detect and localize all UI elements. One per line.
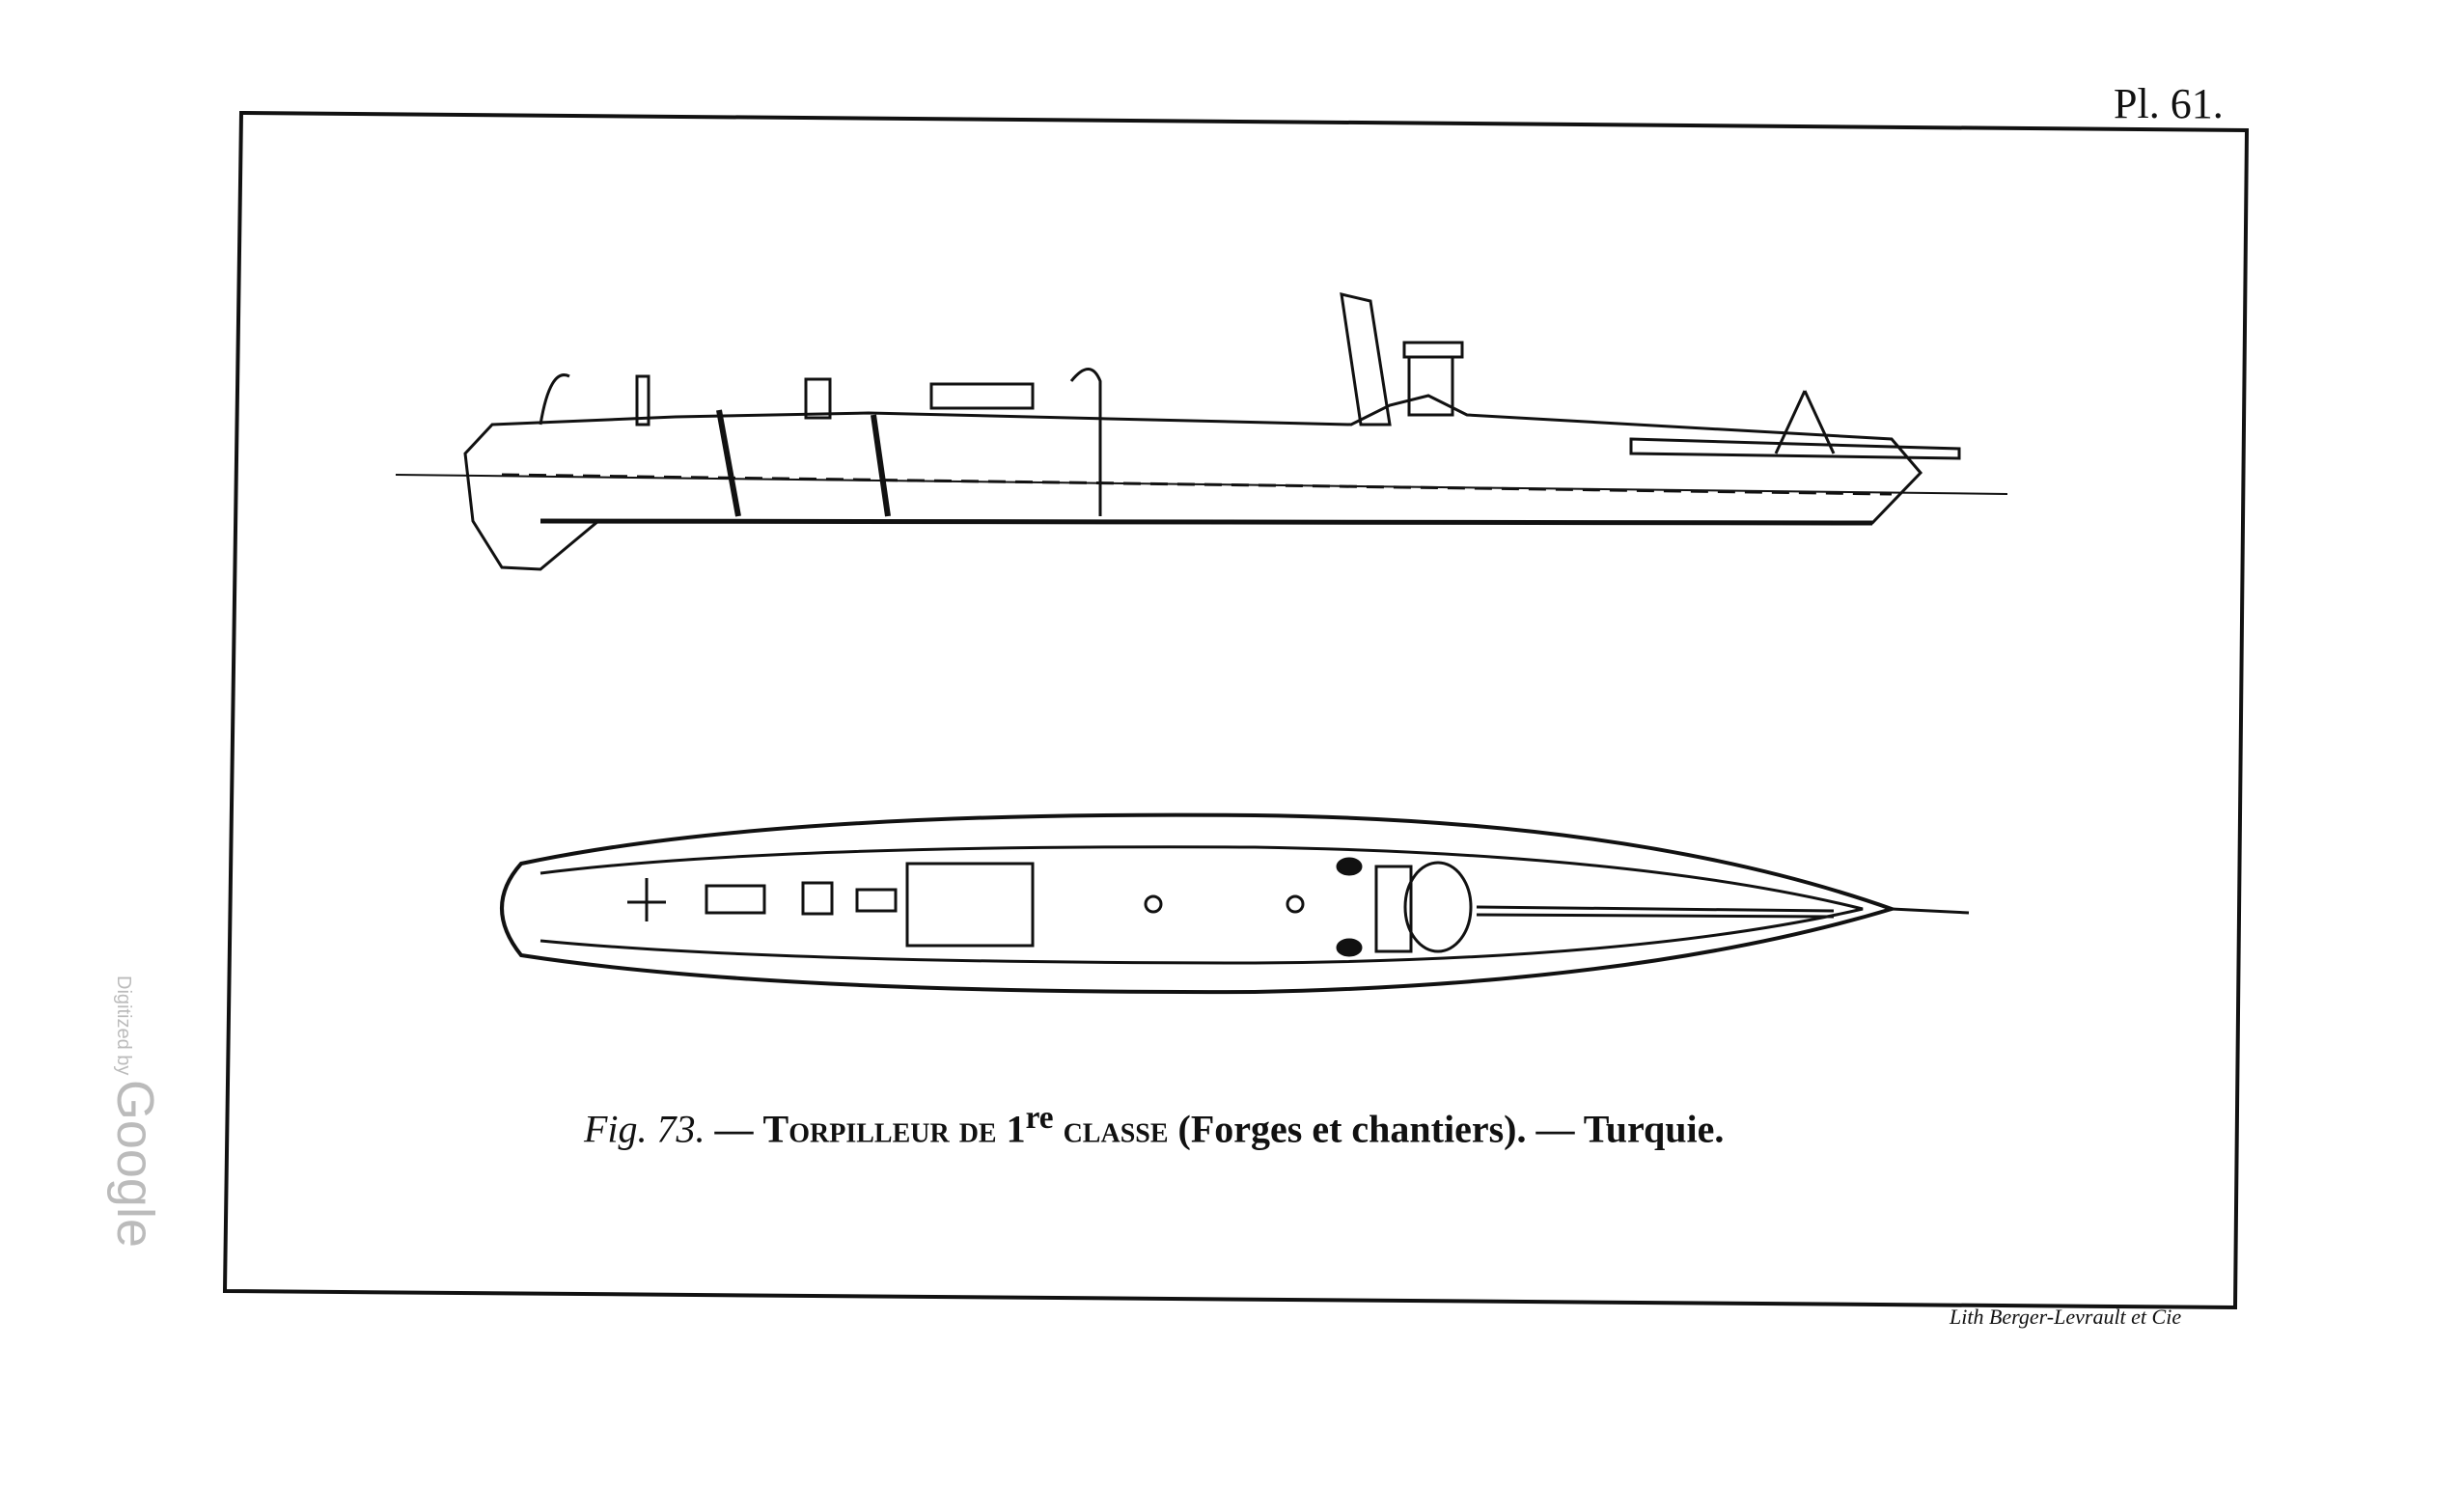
figure-caption: Fig. 73. — Torpilleur de 1re classe (For… [584, 1100, 1724, 1151]
plate-number: Pl. 61. [2114, 80, 2224, 127]
caption-title: Torpilleur de 1 [762, 1107, 1026, 1151]
caption-rest: (Forges et chantiers). — Turquie. [1168, 1107, 1725, 1151]
caption-class: classe [1053, 1107, 1169, 1151]
caption-superscript: re [1025, 1100, 1054, 1136]
ship-plan-view [500, 812, 1970, 995]
google-watermark: Digitized by Google [105, 976, 165, 1361]
watermark-brand: Google [106, 1079, 164, 1248]
frame-border [222, 110, 2250, 1310]
ship-side-elevation [395, 292, 2008, 571]
watermark-small: Digitized by [113, 976, 134, 1076]
lithographer-credit: Lith Berger-Levrault et Cie [1950, 1305, 2182, 1329]
caption-dash: — [705, 1107, 763, 1151]
figure-number: Fig. 73. [584, 1107, 705, 1151]
